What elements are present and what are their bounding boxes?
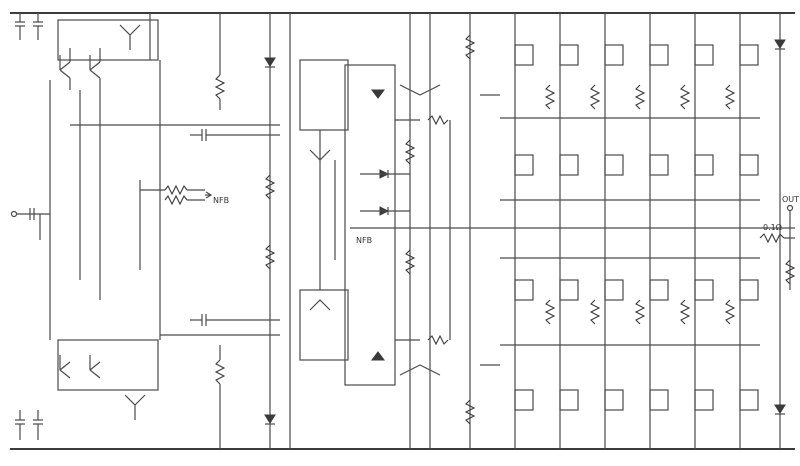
output-column-1: [514, 13, 556, 449]
output-transistor-array: [500, 13, 795, 449]
bias-zener-stage: [139, 180, 213, 270]
output-network: [759, 13, 796, 449]
supply-decoupling-capacitors-bottom: [15, 410, 43, 440]
input-terminal: [10, 208, 50, 240]
output-column-2: [559, 13, 601, 449]
output-column-5: [694, 13, 736, 449]
nfb-label-center: NFB: [356, 236, 372, 245]
compensation-capacitors: [190, 129, 280, 326]
vas-resistors: [214, 13, 291, 449]
input-differential-stage-bottom: [57, 230, 280, 420]
output-terminal-label: OUT: [782, 195, 799, 204]
nfb-label-left: NFB: [213, 196, 229, 205]
rail-diode-left: [264, 57, 276, 425]
feedback-network-center: [350, 13, 500, 449]
supply-decoupling-capacitors-top: [15, 13, 43, 40]
output-column-4: [649, 13, 691, 449]
input-differential-stage-top: [49, 13, 280, 340]
driver-stage: [299, 59, 396, 386]
output-column-6: [739, 13, 759, 449]
output-resistor-label: 0.1Ω: [763, 223, 782, 232]
output-column-3: [604, 13, 646, 449]
predriver-stage: [399, 13, 500, 449]
